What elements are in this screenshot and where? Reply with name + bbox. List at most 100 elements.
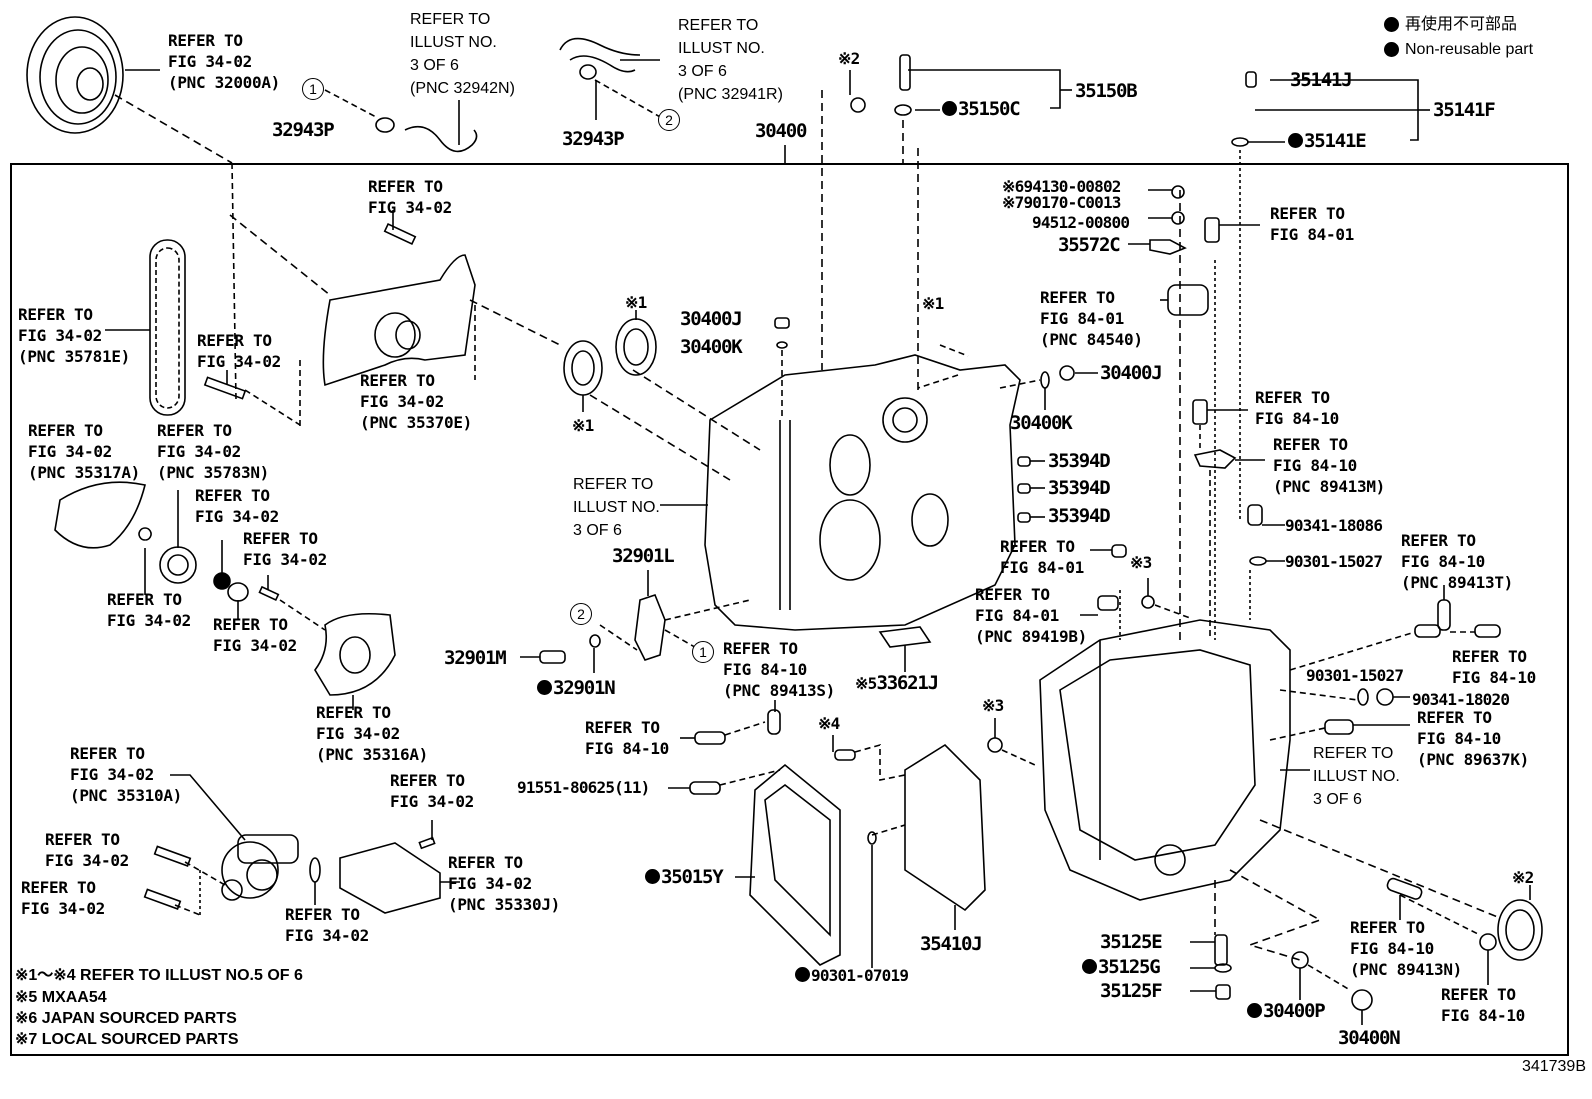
ref-label: REFER TO FIG 34-02 (PNC 35783N): [157, 421, 269, 482]
non-reusable-dot-icon: [1082, 959, 1097, 974]
part-number-35394D[interactable]: 35394D: [1048, 450, 1111, 472]
non-reusable-dot-icon: [1384, 42, 1399, 57]
ref-label: REFER TO FIG 84-01 (PNC 84540): [1040, 288, 1143, 349]
part-number-32901M[interactable]: 32901M: [444, 647, 507, 669]
part-number-35125G[interactable]: 35125G: [1082, 956, 1161, 978]
part-number-90301-07019[interactable]: 90301-07019: [795, 965, 909, 987]
non-reusable-dot-icon: [537, 680, 552, 695]
ref-label: REFER TO ILLUST NO. 3 OF 6: [1313, 745, 1400, 808]
part-number-32943P[interactable]: 32943P: [562, 128, 625, 150]
ref-label: REFER TO ILLUST NO. 3 OF 6 (PNC 32941R): [678, 17, 783, 103]
note-line: ※6 JAPAN SOURCED PARTS: [15, 1010, 237, 1027]
part-number-35141J[interactable]: 35141J: [1290, 69, 1353, 91]
part-number-30400K[interactable]: 30400K: [680, 336, 743, 358]
ref-label: REFER TO ILLUST NO. 3 OF 6: [573, 476, 660, 539]
part-number-90341-18086[interactable]: 90341-18086: [1285, 516, 1383, 535]
part-number-35394D[interactable]: 35394D: [1048, 477, 1111, 499]
part-number-32901N[interactable]: 32901N: [537, 677, 616, 699]
transaxle-case-drawing: [704, 354, 1021, 631]
ref-label: REFER TO FIG 34-02 (PNC 35330J): [448, 853, 560, 914]
ref-label: REFER TO FIG 34-02: [195, 486, 279, 526]
part-number-33621J[interactable]: ※533621J: [855, 672, 939, 694]
ref-label: REFER TO FIG 84-10 (PNC 89637K): [1417, 708, 1529, 769]
part-number-30400N[interactable]: 30400N: [1338, 1027, 1401, 1049]
part-number-30400J[interactable]: 30400J: [1100, 362, 1163, 384]
part-number-90170-C0013[interactable]: ※790170-C0013: [1002, 193, 1121, 212]
marker-1: ※1: [922, 294, 944, 313]
hose-right-drawing: [559, 37, 641, 73]
legend-item-en: Non-reusable part: [1384, 37, 1533, 62]
diagram-frame: [10, 163, 1569, 1056]
callout-2: 2: [658, 109, 680, 131]
part-number-90301-15027[interactable]: 90301-15027: [1306, 666, 1404, 685]
part-number-94130-00802[interactable]: ※694130-00802: [1002, 177, 1121, 196]
part-number-30400K[interactable]: 30400K: [1010, 412, 1073, 434]
chain-drawing: [149, 239, 186, 416]
chain-guide-drawing: [54, 481, 146, 549]
non-reusable-dot-icon: [1247, 1003, 1262, 1018]
part-number-30400[interactable]: 30400: [755, 120, 807, 142]
ref-label: REFER TO FIG 34-02 (PNC 35310A): [70, 744, 182, 805]
non-reusable-dot-icon: [795, 967, 810, 982]
pump-cover-35316A-drawing: [314, 612, 396, 696]
part-number-35141F[interactable]: 35141F: [1433, 99, 1496, 121]
ref-label: REFER TO FIG 34-02: [197, 331, 281, 371]
callout-1: 1: [302, 78, 324, 100]
part-number-35141E[interactable]: 35141E: [1288, 130, 1367, 152]
part-number-91551-80625[interactable]: 91551-80625(11): [517, 778, 650, 797]
part-number-32901L[interactable]: 32901L: [612, 545, 675, 567]
marker-1: ※1: [625, 293, 647, 312]
ref-label: REFER TO FIG 34-02: [107, 590, 191, 630]
ref-label: REFER TO FIG 34-02: [213, 615, 297, 655]
part-number-30400J[interactable]: 30400J: [680, 308, 743, 330]
note-line: ※5 MXAA54: [15, 989, 107, 1006]
illustration-code: 341739B: [1521, 1058, 1586, 1075]
ref-label: REFER TO FIG 84-10: [1452, 647, 1536, 687]
oil-pump-drawing: [221, 834, 299, 901]
callout-1: 1: [692, 641, 714, 663]
ref-label: REFER TO FIG 34-02 (PNC 35370E): [360, 371, 472, 432]
note-line: ※1～※4 REFER TO ILLUST NO.5 OF 6: [15, 967, 303, 984]
part-number-90301-15027[interactable]: 90301-15027: [1285, 552, 1383, 571]
legend: 再使用不可部品 Non-reusable part: [1384, 12, 1533, 62]
part-number-35410J[interactable]: 35410J: [920, 933, 983, 955]
part-number-90341-18020[interactable]: 90341-18020: [1412, 690, 1510, 709]
ref-label: REFER TO FIG 34-02: [368, 177, 452, 217]
torque-converter-drawing: [26, 16, 160, 134]
non-reusable-dot-icon: [942, 101, 957, 116]
ref-label: REFER TO FIG 84-10: [1255, 388, 1339, 428]
legend-text-en: Non-reusable part: [1405, 41, 1534, 58]
marker-2: ※2: [838, 49, 860, 68]
strainer-drawing: [339, 842, 441, 914]
note-line: ※7 LOCAL SOURCED PARTS: [15, 1031, 239, 1048]
marker-4: ※4: [818, 714, 840, 733]
legend-text-jp: 再使用不可部品: [1405, 16, 1518, 33]
part-number-35150B[interactable]: 35150B: [1075, 80, 1138, 102]
ref-label: REFER TO FIG 84-10: [585, 718, 669, 758]
non-reusable-dot-icon: [1384, 17, 1399, 32]
non-reusable-dot-icon: [1288, 133, 1303, 148]
ref-label: REFER TO FIG 34-02: [285, 905, 369, 945]
ref-label: REFER TO FIG 84-10 (PNC 89413M): [1273, 435, 1385, 496]
ref-label: REFER TO FIG 84-10 (PNC 89413S): [723, 639, 835, 700]
callout-2: 2: [570, 603, 592, 625]
ref-label: REFER TO FIG 34-02: [21, 878, 105, 918]
part-number-35150C[interactable]: 35150C: [942, 98, 1021, 120]
part-number-35015Y[interactable]: 35015Y: [645, 866, 724, 888]
part-number-30400P[interactable]: 30400P: [1247, 1000, 1326, 1022]
part-number-35125F[interactable]: 35125F: [1100, 980, 1163, 1002]
part-number-35394D[interactable]: 35394D: [1048, 505, 1111, 527]
ref-label: REFER TO FIG 84-10 (PNC 89413T): [1401, 531, 1513, 592]
oil-pump-cover-drawing: [322, 254, 476, 387]
part-number-94512-00800[interactable]: 94512-00800: [1032, 213, 1130, 232]
ref-label: REFER TO FIG 84-01: [1000, 537, 1084, 577]
transaxle-housing-drawing: [1039, 619, 1291, 901]
valve-body-drawing: [904, 743, 986, 912]
part-number-35125E[interactable]: 35125E: [1100, 931, 1163, 953]
part-number-35572C[interactable]: 35572C: [1058, 234, 1121, 256]
marker-3: ※3: [1130, 553, 1152, 572]
ref-label: REFER TO FIG 34-02: [243, 529, 327, 569]
ref-label: REFER TO FIG 84-01: [1270, 204, 1354, 244]
part-number-32943P[interactable]: 32943P: [272, 119, 335, 141]
